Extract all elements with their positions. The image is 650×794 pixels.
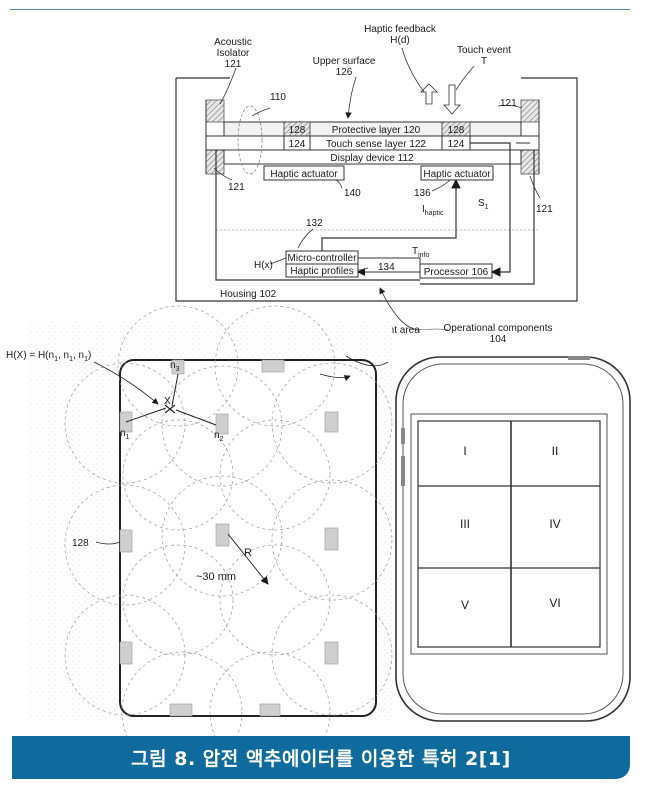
s1-label: S1 [478,198,489,211]
i-haptic-label: Ihaptic [422,204,444,217]
haptic-feedback-fn: H(d) [390,35,409,46]
phone-diagram: I II III IV V VI [395,356,631,722]
ref-126: 126 [336,67,353,78]
phone-inner-body [402,363,624,715]
region-2[interactable]: II [552,444,559,458]
actuator-layout-diagram: H(X) = H(n1, n1, n1) n3 X n1 n2 128 R ~3… [6,305,393,736]
ref-128-left: 128 [289,125,306,136]
region-5[interactable]: V [461,598,469,612]
housing-outline [175,77,578,302]
haptic-feedback-label: Haptic feedback [364,24,437,35]
ref-110: 110 [270,92,286,103]
haptic-actuator-left [263,165,345,181]
protective-layer-label: Protective layer 120 [332,125,421,136]
ref-140: 140 [344,188,361,199]
region-4[interactable]: IV [549,517,560,531]
radius-circles [64,305,393,736]
region-6[interactable]: VI [549,596,560,610]
x-label: X [164,396,171,407]
n2-label: n2 [214,430,224,443]
touch-sense-layer-label: Touch sense layer 122 [326,139,427,150]
n3-label: n3 [170,360,180,373]
ref-132: 132 [306,218,323,229]
haptic-feedback-arrow [420,83,438,105]
ref-134: 134 [378,262,395,273]
top-rule [10,9,630,10]
radius-arrow [227,533,269,585]
touch-event-arrow [443,84,461,115]
acoustic-isolator-top-left [205,99,225,123]
ref-121-top-right: 121 [500,98,517,109]
haptic-actuator-right-label: Haptic actuator [423,169,491,180]
micro-controller-label: Micro-controller [288,253,358,264]
t-info-label: Tinfo [412,246,430,259]
processor-label: Processor 106 [424,267,489,278]
ref-121-bottom-right: 121 [536,204,553,215]
ref-124-right: 124 [448,139,465,150]
formula-label: H(X) = H(n1, n1, n1) [6,350,91,363]
touch-event-t: T [481,56,487,67]
operational-components-label: Operational components [444,323,553,334]
display-device [223,149,522,165]
region-3[interactable]: III [460,517,470,531]
r-label: R [244,547,252,559]
actuator-pads [119,359,339,717]
haptic-actuator-left-label: Haptic actuator [270,169,338,180]
housing-label: Housing 102 [220,289,277,300]
ref-121-bottom-left: 121 [228,182,245,193]
display-device-label: Display device 112 [330,153,414,164]
hx-label: H(x) [254,260,273,271]
upper-surface-label: Upper surface [313,56,376,67]
phone-top-button [568,356,590,360]
ref-104: 104 [490,334,507,345]
acoustic-isolator-top-right [520,99,540,123]
haptic-profiles-label: Haptic profiles [290,266,353,277]
region-1[interactable]: I [463,444,466,458]
acoustic-isolator-label: Acoustic [214,37,252,48]
figure-caption: 그림 8. 압전 액추에이터를 이용한 특허 2[1] [12,736,630,779]
region-110-ellipse [237,105,263,175]
phone-side-button-1 [401,428,405,444]
patent-diagram: Acoustic Isolator 121 110 Upper surface … [6,24,631,736]
acoustic-isolator-label-2: Isolator [217,48,250,59]
ref-136: 136 [414,188,431,199]
ref-128-label: 128 [72,538,89,549]
n1-label: n1 [120,428,130,441]
phone-screen [417,420,601,648]
silent-area-label: Silent area [372,325,420,336]
cross-section-diagram: Acoustic Isolator 121 110 Upper surface … [175,24,578,345]
distance-label: ~30 mm [196,571,236,583]
touch-event-label: Touch event [457,45,511,56]
ref-124-left: 124 [289,139,306,150]
ref-128-right: 128 [448,125,465,136]
ref-121-top-left: 121 [225,59,242,70]
phone-side-button-2 [401,456,405,486]
x-mark [164,404,176,414]
